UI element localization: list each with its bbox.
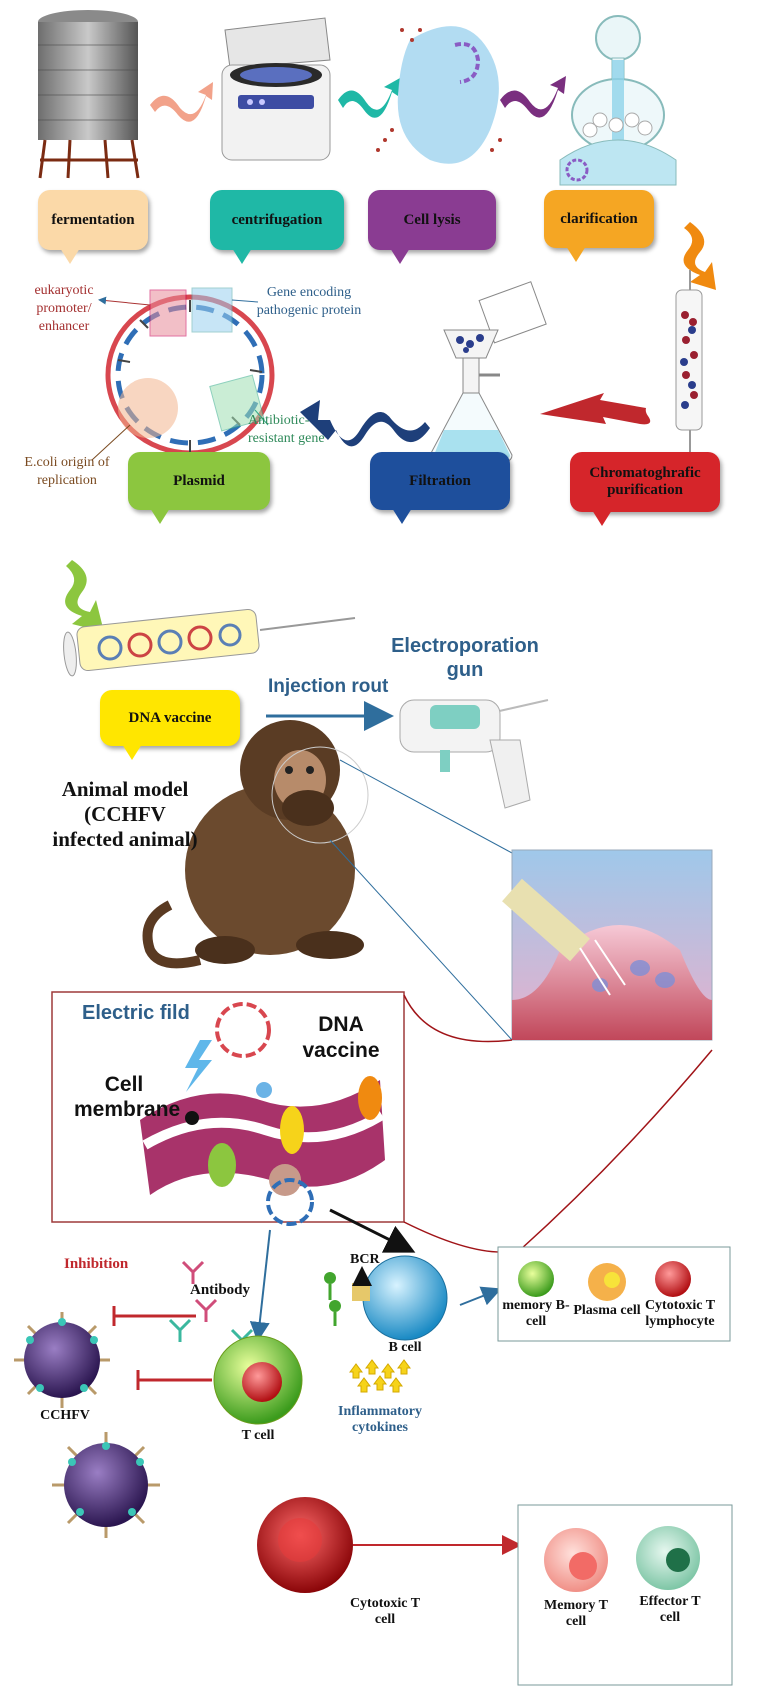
bcr-receptor-icon [324,1266,372,1326]
memory-b-cell-label: memory B-cell [502,1298,570,1329]
monkey-animal-model [142,720,369,969]
arrow-3-icon [500,76,566,118]
skin-injection-closeup [502,849,713,1041]
effector-t-cell-label: Effector T cell [639,1594,701,1625]
t-cell-label: T cell [241,1428,275,1443]
cchfv-virus-icon-2 [52,1432,160,1538]
lightning-bolt-icon [185,1040,212,1092]
animal-model-label: Animal model (CCHFV infected animal) [52,777,198,851]
syringe-icon [63,609,356,677]
arrow-left-navy-icon [300,400,430,447]
cell-lysis-bubble: Cell lysis [368,190,496,264]
ecoli-origin-label: E.coli origin of replication [24,455,110,488]
injection-route-label: Injection rout [268,676,389,697]
arrow-left-red-icon [540,393,651,425]
dna-vaccine-plasmid-inner [266,1178,314,1226]
t-cell-output-box [517,1504,733,1686]
clarification-bubble: clarification [544,190,654,262]
arrow-down-green-icon [65,560,104,632]
promoter-label: eukaryotic promoter/ enhancer [34,283,94,334]
fermentation-bubble: fermentation [38,190,148,264]
filtration-flask-icon [429,281,547,463]
fermentation-tank-icon [38,10,140,179]
cell-lysis-label: Cell lysis [403,211,461,228]
cell-lysis-icon [376,26,502,164]
clarification-label: clarification [560,210,638,227]
centrifuge-icon [221,17,331,161]
antibiotic-gene-label: Antibiotic-resistant gene [248,413,325,446]
connector-curve-2 [403,1049,713,1253]
connector-curve [403,994,513,1043]
dna-vaccine-bubble: DNA vaccine [100,690,240,760]
cchfv-virus-icon [14,1312,110,1408]
filtration-label: Filtration [409,472,471,489]
electric-field-label: Electric fild [82,1002,190,1024]
b-cell-icon [362,1255,448,1341]
cell-membrane-label: Cell membrane [74,1073,181,1121]
dna-vaccine-plasmid-top [215,1002,271,1058]
plasmid-label: Plasmid [173,472,225,489]
cchfv-label: CCHFV [40,1408,90,1423]
cytotoxic-t-cell-label: Cytotoxic T cell [349,1596,421,1627]
inflammatory-cytokines-icon [349,1359,411,1393]
cell-membrane-illustration [140,1076,385,1196]
filtration-bubble: Filtration [370,452,510,524]
cytotoxic-t-lymphocyte-label: Cytotoxic T lymphocyte [644,1298,716,1329]
electroporation-gun-icon [399,699,549,809]
arrow-1-icon [150,82,213,122]
memory-t-cell-label: Memory T cell [544,1598,608,1629]
arrow-down-orange-icon [683,222,716,290]
chromatographic-bubble: Chromatoghrafic purification [570,452,720,526]
inflammatory-cytokines-label: Inflammatory cytokines [338,1404,422,1435]
antibody-label: Antibody [190,1282,251,1298]
arrow-2-icon [338,78,400,118]
cytotoxic-t-lymphocyte-icon [655,1261,691,1297]
b-cell-label: B cell [388,1340,422,1355]
centrifugation-bubble: centrifugation [210,190,344,264]
dna-vaccine-label: DNA vaccine [128,709,212,726]
antibody-icons [168,1260,254,1352]
gene-encoding-label: Gene encoding pathogenic protein [256,285,362,318]
bcr-label: BCR [350,1252,380,1267]
inhibition-lines [112,1306,212,1390]
chromatographic-label: Chromatoghrafic purification [589,465,701,498]
centrifugation-label: centrifugation [231,211,323,228]
dna-vaccine-panel-label: DNA vaccine [302,1013,380,1062]
clarification-flask-icon [559,15,677,186]
memory-b-cell-icon [518,1261,554,1297]
electroporation-gun-label: Electroporation gun [391,635,539,681]
plasma-cell-label: Plasma cell [573,1303,641,1318]
fermentation-label: fermentation [51,211,135,228]
plasmid-bubble: Plasmid [128,452,270,524]
chromatography-column-icon [675,270,703,470]
plasmid-diagram [91,287,275,461]
inhibition-label: Inhibition [64,1256,129,1272]
